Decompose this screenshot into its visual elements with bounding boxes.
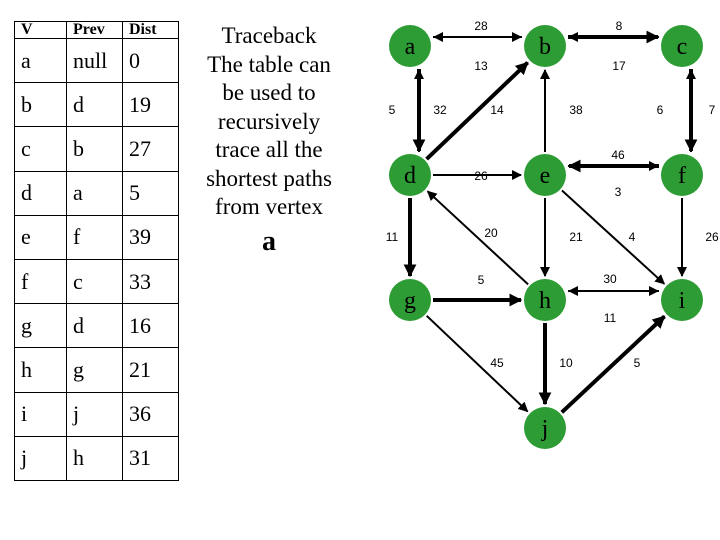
edge-weight-g-j: 45 [490, 356, 504, 370]
edge-weight-a-b: 28 [474, 19, 488, 33]
node-d [389, 154, 431, 196]
edge-weight-f-e: 3 [615, 185, 622, 199]
dist-cell: 21 [122, 347, 179, 393]
node-label-a: a [405, 34, 416, 60]
node-j [524, 407, 566, 449]
nodes-layer: a b c d e f g h i j [389, 25, 703, 449]
node-label-i: i [679, 288, 686, 314]
edge-weight-d-g: 11 [386, 230, 399, 244]
node-label-c: c [677, 34, 688, 60]
edge-weight-i-h: 11 [604, 311, 617, 325]
edge-weight-d-a: 32 [433, 103, 447, 117]
caption-line: The table can [207, 51, 331, 77]
edge-weight-h-i: 30 [603, 272, 617, 286]
edge-weight-f-i: 26 [705, 230, 719, 244]
caption-vertex: a [262, 225, 276, 257]
edge-weight-c-f: 7 [709, 103, 716, 117]
edge-weight-e-b: 38 [569, 103, 583, 117]
dist-cell: 36 [122, 391, 179, 437]
node-label-h: h [539, 288, 551, 314]
edge-d-b [425, 61, 530, 161]
edge-e-i [561, 189, 666, 285]
edge-weight-c-b: 17 [612, 59, 626, 73]
edge-weight-a-d: 5 [389, 103, 396, 117]
edge-weight-j-i: 5 [634, 356, 641, 370]
edges-layer [403, 30, 698, 414]
prev-cell: g [66, 347, 123, 393]
caption-line: from vertex [215, 194, 323, 219]
edge-weight-d-b: 14 [490, 103, 504, 117]
node-label-e: e [540, 163, 551, 189]
edge-weight-e-h: 21 [569, 230, 583, 244]
node-label-d: d [404, 163, 416, 189]
weights-layer: 28 13 8 17 5 32 14 38 6 7 26 46 3 11 20 21 4 26 5 30 11 45 10 5 [386, 19, 719, 370]
dist-cell: 5 [122, 170, 179, 216]
node-e [524, 154, 566, 196]
dist-cell: 19 [122, 82, 179, 128]
node-c [661, 25, 703, 67]
caption-line: be used to [222, 80, 316, 105]
vertex-cell: j [14, 435, 67, 482]
edge-weight-e-f: 46 [611, 148, 625, 162]
edge-j-i [560, 314, 666, 414]
caption-line: Traceback [221, 23, 317, 48]
table-header-row: V Prev Dist [14, 21, 179, 39]
node-label-f: f [678, 163, 686, 189]
node-f [661, 154, 703, 196]
caption-line: recursively [217, 108, 321, 134]
vertex-cell: c [14, 126, 67, 172]
node-label-g: g [404, 288, 416, 314]
prev-cell: b [66, 126, 123, 172]
edge-weight-h-j: 10 [559, 356, 573, 370]
edge-g-j [426, 315, 529, 413]
prev-cell: f [66, 214, 123, 260]
vertex-cell: e [14, 214, 67, 260]
dist-cell: 16 [122, 303, 179, 349]
dist-cell: 0 [122, 37, 179, 84]
edge-weight-b-a: 13 [474, 59, 488, 73]
prev-cell: j [66, 391, 123, 437]
dist-cell: 31 [122, 435, 179, 482]
edge-h-d [426, 190, 529, 286]
node-g [389, 279, 431, 321]
edge-weight-h-d: 20 [484, 226, 498, 240]
edge-weight-b-c: 8 [616, 19, 623, 33]
edge-weight-f-c: 6 [657, 103, 664, 117]
node-i [661, 279, 703, 321]
dist-cell: 27 [122, 126, 179, 172]
node-label-b: b [539, 34, 551, 60]
caption-line: trace all the [215, 137, 323, 162]
edge-weight-g-h: 5 [478, 273, 485, 287]
node-label-j: j [541, 416, 549, 442]
node-a [389, 25, 431, 67]
node-h [524, 279, 566, 321]
node-b [524, 25, 566, 67]
header-dist: Dist [122, 21, 179, 39]
caption-line: shortest paths [206, 165, 332, 191]
edge-weight-e-i: 4 [629, 230, 636, 244]
edge-weight-d-e: 26 [474, 169, 488, 183]
